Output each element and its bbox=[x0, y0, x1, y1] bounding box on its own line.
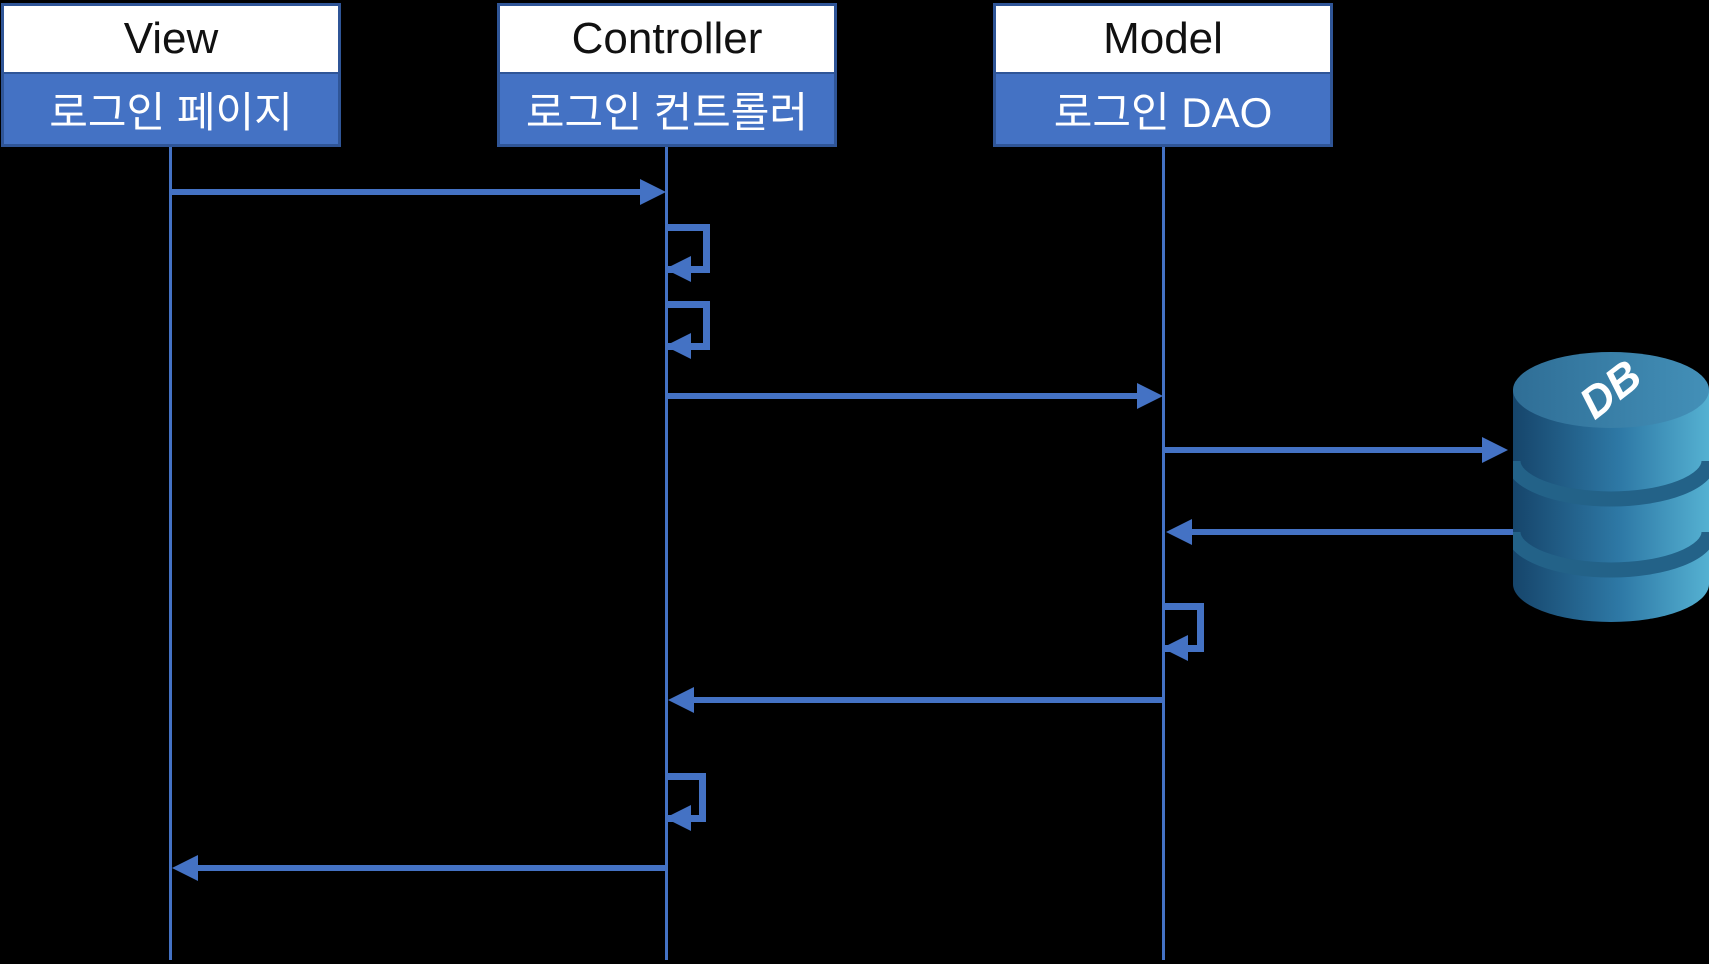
actor-view-box: View 로그인 페이지 bbox=[1, 3, 341, 147]
actor-view-subtitle: 로그인 페이지 bbox=[1, 74, 341, 147]
model-lifeline bbox=[1162, 147, 1165, 960]
view-lifeline bbox=[169, 147, 172, 960]
database-icon: DB bbox=[1513, 351, 1709, 622]
actor-model-title: Model bbox=[993, 3, 1333, 74]
message-controller-to-view-arrow bbox=[197, 865, 667, 871]
actor-controller-title: Controller bbox=[497, 3, 837, 74]
message-controller-to-model-arrow bbox=[668, 393, 1138, 399]
actor-model-box: Model 로그인 DAO bbox=[993, 3, 1333, 147]
message-view-to-controller-arrow bbox=[171, 189, 641, 195]
actor-model-subtitle: 로그인 DAO bbox=[993, 74, 1333, 147]
controller-self-call-loop-1 bbox=[665, 224, 710, 282]
actor-controller-box: Controller 로그인 컨트롤러 bbox=[497, 3, 837, 147]
message-database-to-model-arrow bbox=[1191, 529, 1513, 535]
model-self-call-loop bbox=[1162, 603, 1204, 661]
actor-controller-subtitle: 로그인 컨트롤러 bbox=[497, 74, 837, 147]
controller-self-call-loop-2 bbox=[665, 301, 710, 359]
actor-view-title: View bbox=[1, 3, 341, 74]
controller-self-call-loop-3 bbox=[665, 773, 706, 831]
controller-lifeline bbox=[665, 147, 668, 960]
message-model-to-controller-arrow bbox=[693, 697, 1163, 703]
message-model-to-database-arrow bbox=[1165, 447, 1483, 453]
